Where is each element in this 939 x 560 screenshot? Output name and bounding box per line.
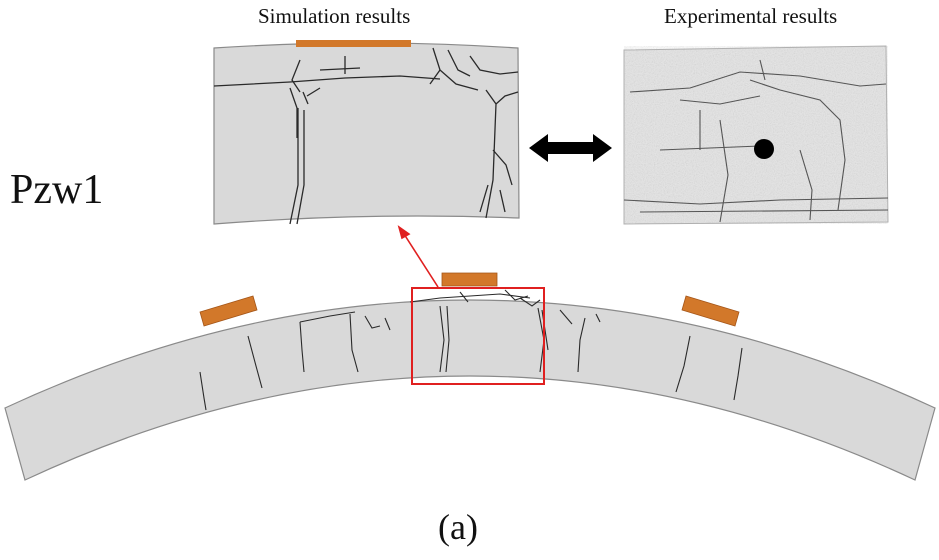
- simulation-segment: [213, 42, 520, 225]
- specimen-label: Pzw1: [10, 167, 104, 213]
- simulation-cracks: [213, 47, 519, 225]
- simulation-panel: [213, 40, 520, 225]
- comparison-double-arrow: [529, 134, 612, 162]
- experimental-results-title: Experimental results: [664, 4, 838, 28]
- sensor-dot: [754, 139, 774, 159]
- zoom-highlight-box: [411, 287, 545, 385]
- figure-label: (a): [438, 507, 478, 547]
- arch-segment-group: [4, 272, 936, 481]
- load-pad-right: [681, 295, 740, 327]
- zoom-pointer-arrow: [397, 225, 439, 288]
- experimental-cracks: [623, 59, 889, 223]
- arch-segment: [4, 299, 936, 481]
- load-pad-left: [199, 295, 258, 327]
- experimental-panel: [623, 45, 889, 225]
- simulation-load-pad: [296, 40, 411, 47]
- simulation-results-title: Simulation results: [258, 4, 411, 28]
- load-pad-center: [441, 272, 498, 287]
